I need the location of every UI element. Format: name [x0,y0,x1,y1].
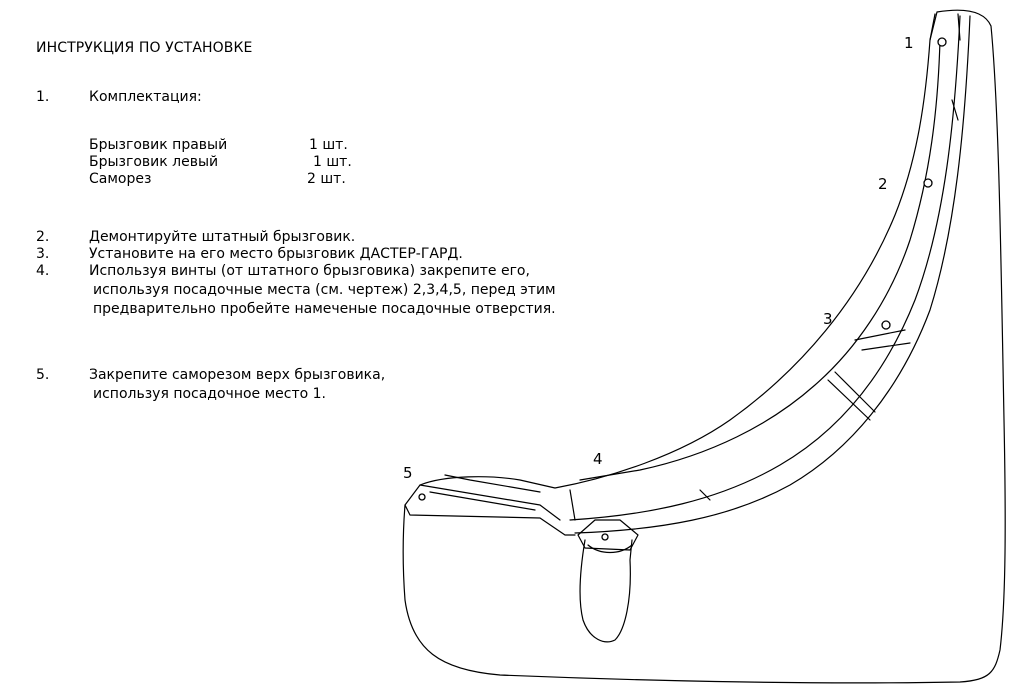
kit-item-qty: 1 шт. [309,137,348,153]
step-text: Установите на его место брызговик ДАСТЕР… [89,246,463,262]
step-number: 5. [36,367,50,383]
callout-3: 3 [823,310,833,328]
mount-hole-1 [937,37,947,47]
mudflap-outline [402,9,1006,684]
kit-item-name: Брызговик левый [89,154,219,170]
step-number: 2. [36,229,50,245]
callout-1: 1 [904,34,914,52]
instruction-title: ИНСТРУКЦИЯ ПО УСТАНОВКЕ [36,40,253,56]
mount-hole-5 [418,493,426,501]
step-text: используя посадочное место 1. [93,386,327,402]
step-text: Комплектация: [89,89,202,105]
step-text: используя посадочные места (см. чертеж) … [93,282,556,298]
step-number: 1. [36,89,50,105]
callout-5: 5 [403,464,413,482]
callout-2: 2 [878,175,888,193]
kit-item-qty: 1 шт. [313,154,352,170]
kit-item-qty: 2 шт. [307,171,346,187]
step-number: 3. [36,246,50,262]
step-text: предварительно пробейте намеченые посадо… [93,301,556,317]
step-text: Закрепите саморезом верх брызговика, [89,367,386,383]
kit-item-name: Брызговик правый [89,137,228,153]
step-number: 4. [36,263,50,279]
step-text: Демонтируйте штатный брызговик. [89,229,356,245]
mount-hole-4 [601,533,609,541]
step-text: Используя винты (от штатного брызговика)… [89,263,530,279]
mount-hole-2 [923,178,933,188]
callout-4: 4 [593,450,603,468]
mudflap-pocket [579,539,633,643]
mount-hole-3 [881,320,891,330]
kit-item-name: Саморез [89,171,152,187]
